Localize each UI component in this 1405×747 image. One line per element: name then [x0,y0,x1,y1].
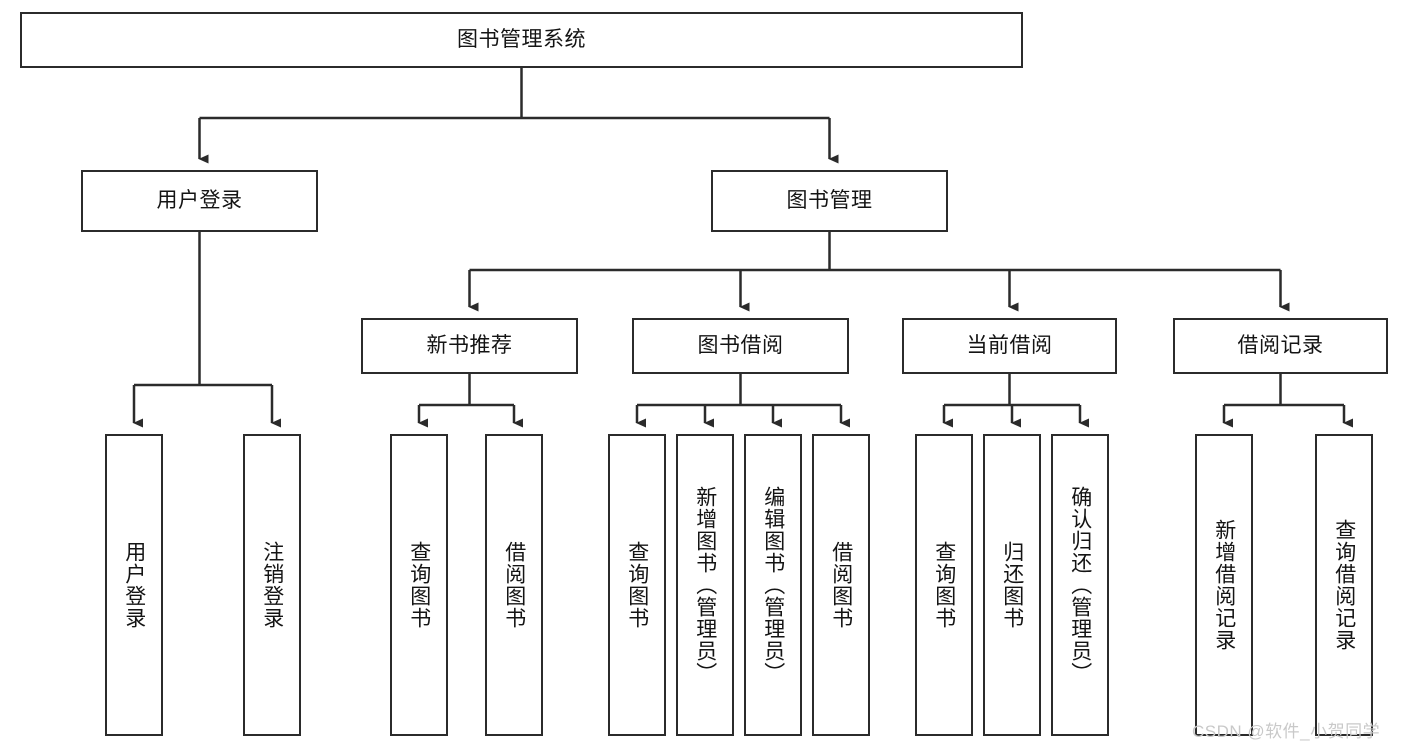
node-leaf1[interactable]: 用户登录 [105,434,163,736]
node-label: 图书管理系统 [457,27,586,51]
node-leaf3[interactable]: 查询图书 [390,434,448,736]
node-leaf6[interactable]: 新增图书（管理员） [676,434,734,736]
node-label: 新书推荐 [426,333,513,357]
node-label: 当前借阅 [966,333,1053,357]
node-current[interactable]: 当前借阅 [902,318,1117,374]
node-leaf12[interactable]: 新增借阅记录 [1195,434,1253,736]
node-bookmgmt[interactable]: 图书管理 [711,170,948,232]
node-label: 借阅记录 [1237,333,1324,357]
node-leaf4[interactable]: 借阅图书 [485,434,543,736]
node-label: 新增图书（管理员） [693,486,717,684]
node-label: 查询图书 [407,541,431,629]
node-label: 注销登录 [260,541,284,629]
node-label: 确认归还（管理员） [1068,486,1092,684]
node-leaf8[interactable]: 借阅图书 [812,434,870,736]
node-label: 图书借阅 [697,333,784,357]
node-leaf11[interactable]: 确认归还（管理员） [1051,434,1109,736]
node-newbook[interactable]: 新书推荐 [361,318,578,374]
node-login[interactable]: 用户登录 [81,170,318,232]
node-label: 查询图书 [625,541,649,629]
node-label: 归还图书 [1000,541,1024,629]
node-label: 借阅图书 [829,541,853,629]
node-label: 图书管理 [786,188,873,212]
node-leaf7[interactable]: 编辑图书（管理员） [744,434,802,736]
node-label: 查询借阅记录 [1332,519,1356,651]
node-label: 用户登录 [122,541,146,629]
node-borrow[interactable]: 图书借阅 [632,318,849,374]
node-label: 查询图书 [932,541,956,629]
node-leaf9[interactable]: 查询图书 [915,434,973,736]
node-label: 借阅图书 [502,541,526,629]
node-leaf10[interactable]: 归还图书 [983,434,1041,736]
node-leaf2[interactable]: 注销登录 [243,434,301,736]
node-leaf5[interactable]: 查询图书 [608,434,666,736]
node-label: 编辑图书（管理员） [761,486,785,684]
node-records[interactable]: 借阅记录 [1173,318,1388,374]
node-label: 新增借阅记录 [1212,519,1236,651]
node-leaf13[interactable]: 查询借阅记录 [1315,434,1373,736]
node-root[interactable]: 图书管理系统 [20,12,1023,68]
node-label: 用户登录 [156,188,243,212]
